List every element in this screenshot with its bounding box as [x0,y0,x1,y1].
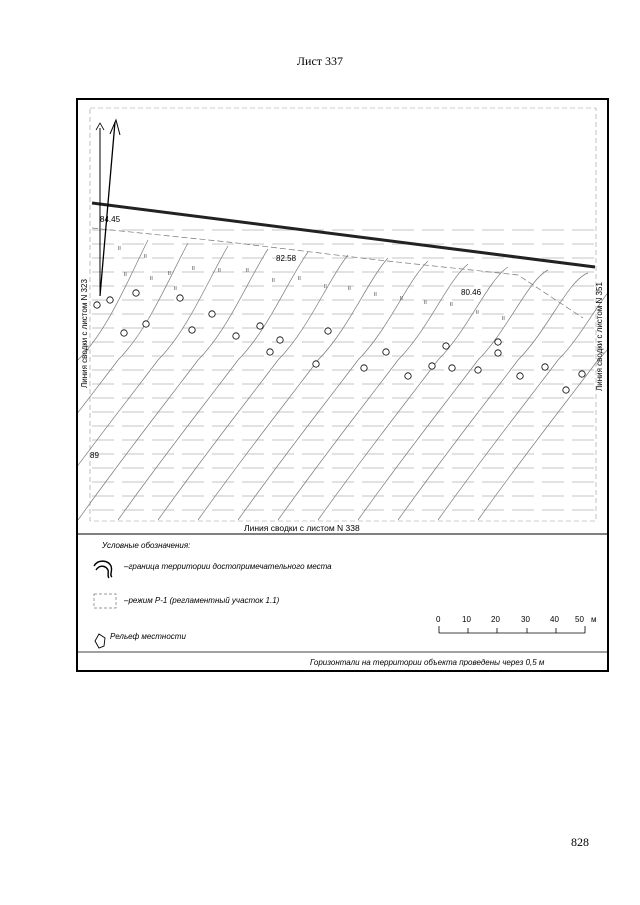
hatch-mark: II [246,268,249,274]
hatch-mark: II [144,254,147,260]
hatch-mark: II [348,286,351,292]
legend-item-regime: –режим Р-1 (регламентный участок 1.1) [124,596,279,605]
hatch-mark: II [424,300,427,306]
hatch-mark: II [400,296,403,302]
map-canvas: II II II II II II II II II II II II II II II II II II II [78,107,607,653]
footer-note: Горизонтали на территории объекта провед… [310,658,545,667]
inner-frame [89,107,597,522]
hatch-mark: II [124,272,127,278]
scale-tick-20: 20 [491,615,500,624]
relief-marker [266,348,274,356]
relief-marker [474,366,482,374]
relief-marker [120,329,128,337]
relief-marker [494,338,502,346]
contour-line [437,293,607,521]
relief-markers: II II II II II II II II II II II II II II II II II II II [93,246,586,394]
sheet-title: Лист 337 [296,54,344,68]
contour-line [117,251,309,521]
legend-item-boundary: –граница территории достопримечательного… [124,562,332,571]
scale-tick-40: 40 [550,615,559,624]
relief-marker [176,294,184,302]
contour-lines [78,239,607,521]
relief-marker [232,332,240,340]
relief-marker [448,364,456,372]
hatch-mark: II [324,284,327,290]
relief-marker [578,370,586,378]
relief-marker [93,301,101,309]
relief-marker [382,348,390,356]
legend-label-regime: –режим Р-1 (регламентный участок 1.1) [124,596,280,605]
relief-marker [541,363,549,371]
left-line-label: Линия сводки с листом N 323 [80,279,89,388]
bottom-line-label: Линия сводки с листом N 338 [244,523,360,533]
territory-dashed-line [91,227,584,319]
legend-label-boundary: –граница территории достопримечательного… [124,562,332,571]
page-number: 828 [571,835,589,849]
hatch-mark: II [298,276,301,282]
contour-line [477,349,607,521]
boundary-outline-icon [93,560,113,579]
scale-tick-50: 50 [575,615,584,624]
elevation-label-2: 82.58 [276,254,297,263]
relief-marker [256,322,264,330]
scale-tick-0: 0 [436,615,441,624]
hatch-mark: II [174,286,177,292]
relief-marker [442,342,450,350]
relief-marker [132,289,140,297]
contour-line [237,260,429,521]
relief-circle-icon [94,633,106,649]
contour-line [197,257,389,521]
contour-line [277,263,469,521]
relief-marker [428,362,436,370]
relief-marker [360,364,368,372]
map-frame: II II II II II II II II II II II II II II II II II II II [76,98,609,672]
scale-unit: м [591,615,597,624]
relief-marker [516,372,524,380]
contour-line [357,269,549,521]
relief-marker [142,320,150,328]
right-line-label: Линия сводки с листом N 351 [595,282,604,391]
relief-marker [208,310,216,318]
hatch-mark: II [272,278,275,284]
regime-hatch-icon [93,593,117,609]
legend-label-relief: Рельеф местности [110,632,186,641]
hatch-mark: II [502,316,505,322]
boundary-line [91,201,596,269]
legend-item-relief: Рельеф местности [110,632,186,641]
north-arrow-icon [95,118,121,297]
contour-line [397,272,589,521]
hatch-mark: II [450,302,453,308]
relief-marker [106,296,114,304]
contour-line [78,248,269,521]
legend-title: Условные обозначения: [102,541,191,550]
elevation-label-3: 80.46 [461,288,482,297]
contour-line [78,242,189,413]
hatch-mark: II [192,266,195,272]
relief-marker [562,386,570,394]
contour-line [78,245,229,466]
hatch-mark: II [118,246,121,252]
relief-marker [188,326,196,334]
relief-marker [276,336,284,344]
relief-marker [494,349,502,357]
hatch-mark: II [168,271,171,277]
hatch-mark: II [476,310,479,316]
contour-line [78,239,149,361]
scale-tick-30: 30 [521,615,530,624]
hatch-mark: II [150,276,153,282]
scale-bar [438,626,586,634]
hatch-mark: II [374,292,377,298]
elevation-label-1: 84.45 [100,215,121,224]
left-edge-mark: 89 [90,451,99,460]
relief-marker [312,360,320,368]
scale-tick-10: 10 [462,615,471,624]
contour-line [157,254,349,521]
relief-marker [324,327,332,335]
relief-marker [404,372,412,380]
hatch-mark: II [218,268,221,274]
